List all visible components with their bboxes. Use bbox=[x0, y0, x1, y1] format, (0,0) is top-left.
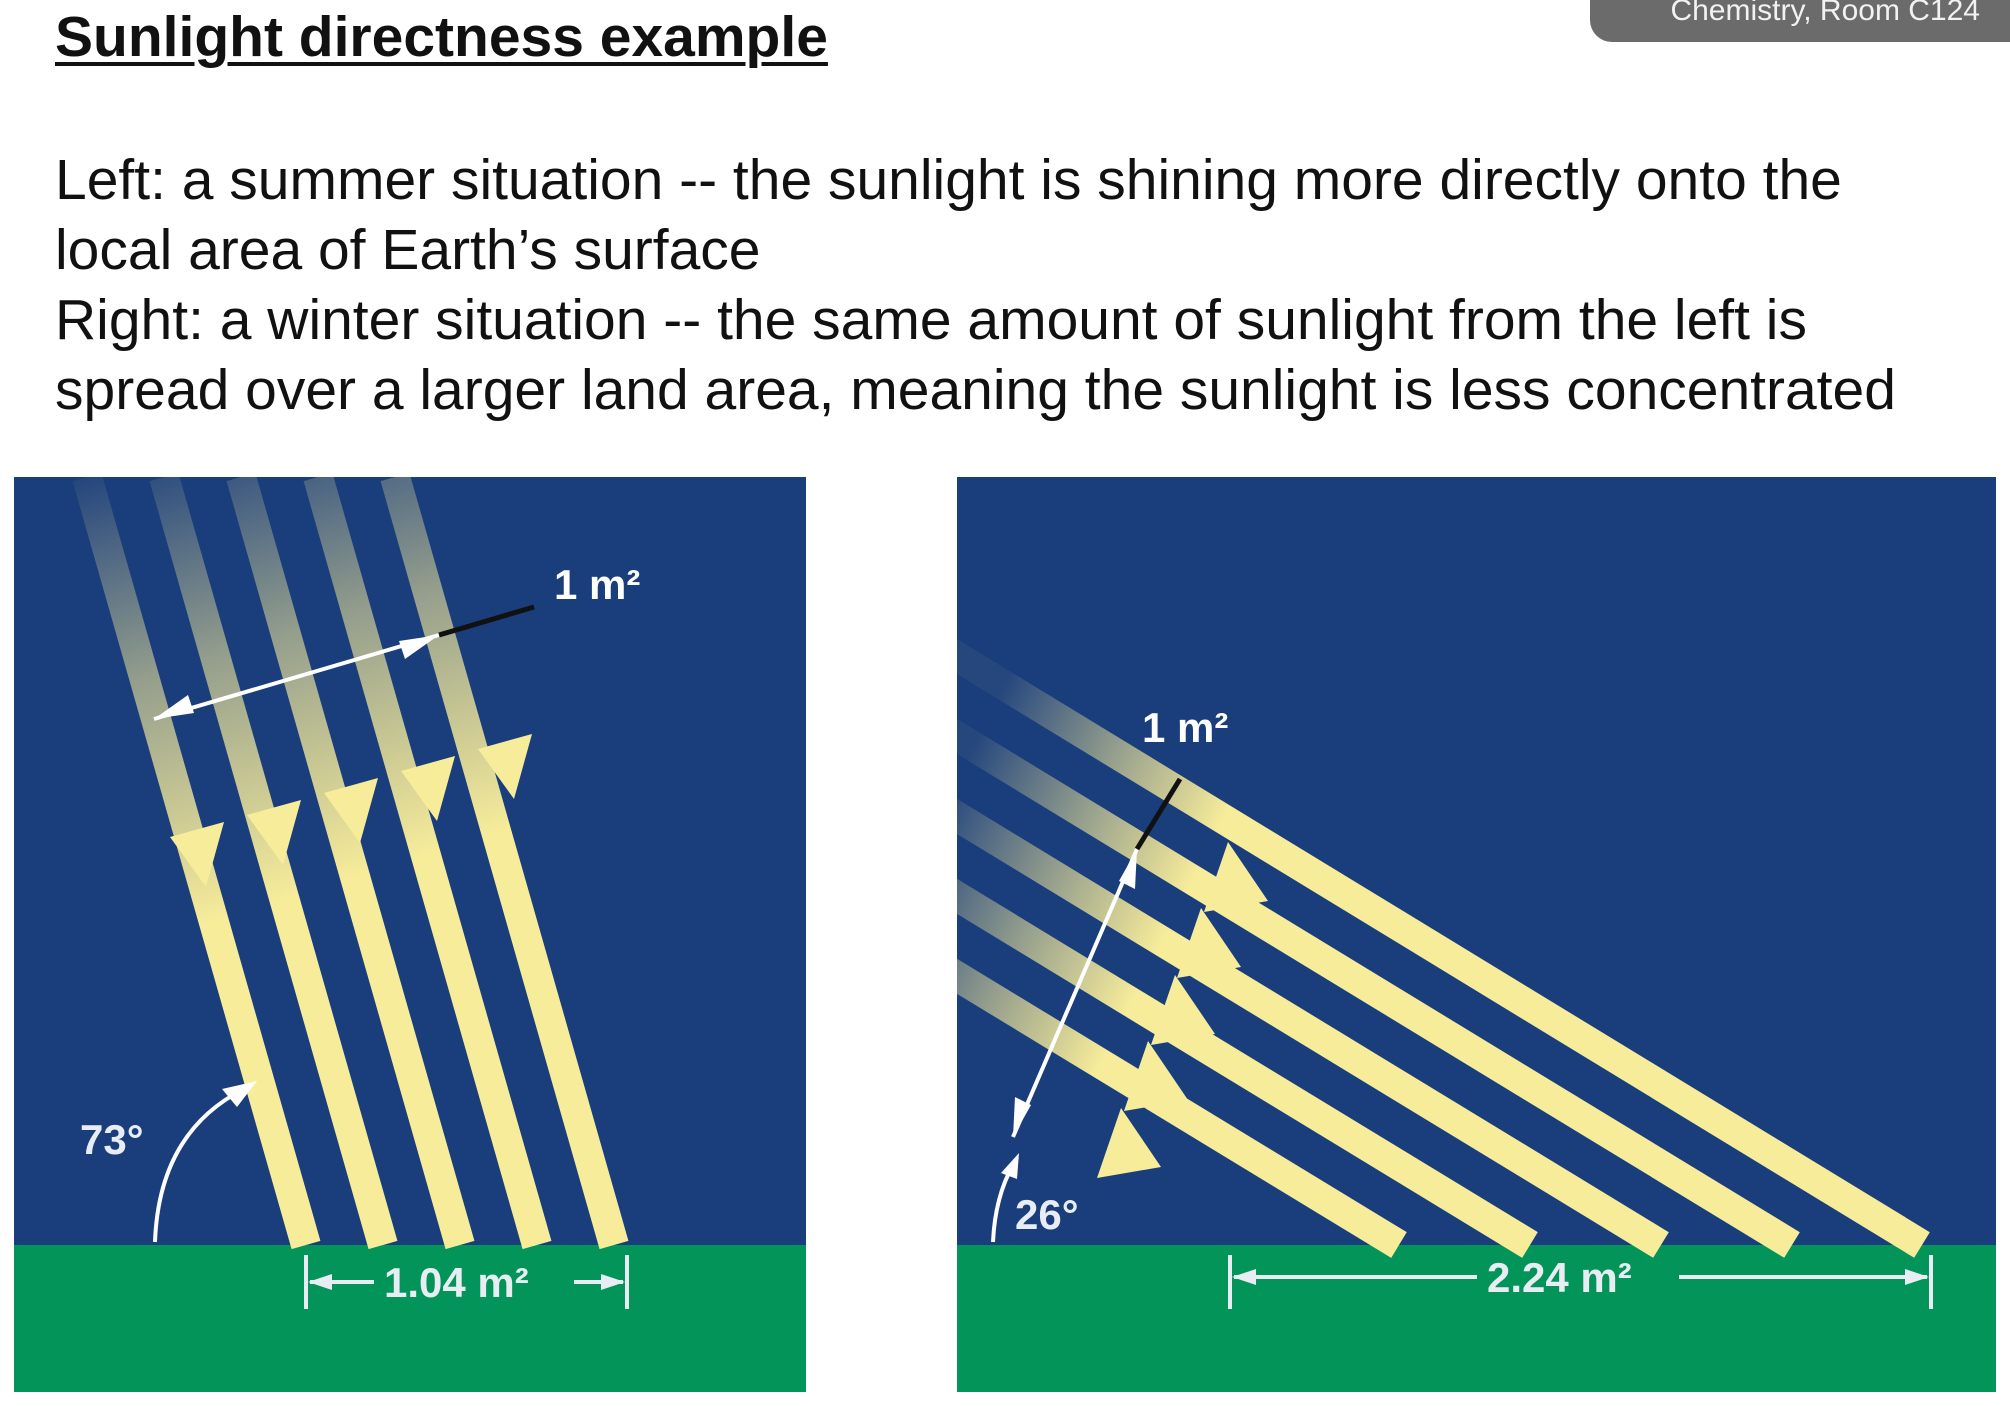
sun-ray bbox=[957, 718, 1800, 1258]
beam-width-marker bbox=[1011, 777, 1183, 1138]
page-title: Sunlight directness example bbox=[55, 5, 828, 69]
ray-arrowhead bbox=[247, 800, 301, 865]
ray-arrowhead bbox=[1124, 1041, 1188, 1111]
sun-ray bbox=[957, 798, 1669, 1258]
ray-arrowhead bbox=[401, 756, 455, 821]
beam-area-label: 1 m² bbox=[1142, 704, 1228, 751]
angle-arc bbox=[991, 1153, 1019, 1243]
ray-arrowhead bbox=[478, 734, 532, 799]
ground-area-label: 2.24 m² bbox=[1487, 1254, 1632, 1301]
ray-arrowheads bbox=[1097, 842, 1268, 1178]
ray-arrowhead bbox=[1177, 908, 1241, 978]
ray-arrowhead bbox=[170, 822, 224, 887]
winter-diagram: 1 m² 26° 2.24 m² bbox=[957, 477, 1996, 1392]
ray-arrowhead bbox=[1151, 975, 1215, 1045]
angle-arc bbox=[153, 1081, 257, 1243]
sun-ray bbox=[149, 477, 398, 1250]
location-badge: Chemistry, Room C124 bbox=[1590, 0, 2010, 42]
description-line: Right: a winter situation -- the same am… bbox=[55, 288, 1807, 352]
ray-arrowhead bbox=[324, 778, 378, 843]
description-line: local area of Earth’s surface bbox=[55, 218, 761, 282]
sun-ray bbox=[380, 477, 629, 1250]
sun-ray bbox=[303, 477, 552, 1250]
sun-rays bbox=[957, 638, 1930, 1258]
beam-area-label: 1 m² bbox=[554, 561, 640, 608]
ground-area-label: 1.04 m² bbox=[384, 1259, 529, 1306]
angle-label: 26° bbox=[1015, 1191, 1079, 1238]
ground bbox=[14, 1245, 806, 1392]
sun-ray bbox=[226, 477, 475, 1250]
sun-ray bbox=[957, 958, 1407, 1258]
description-line: Left: a summer situation -- the sunlight… bbox=[55, 148, 1842, 212]
beam-width-marker bbox=[153, 604, 535, 721]
ray-arrowheads bbox=[170, 734, 532, 887]
summer-diagram: 1 m² 73° 1.04 m² bbox=[14, 477, 806, 1392]
angle-label: 73° bbox=[80, 1116, 144, 1163]
sun-ray bbox=[957, 638, 1930, 1258]
description-line: spread over a larger land area, meaning … bbox=[55, 358, 1896, 422]
ray-arrowhead bbox=[1204, 842, 1268, 912]
ground-width-marker bbox=[304, 1255, 629, 1309]
ground-width-marker bbox=[1228, 1255, 1933, 1309]
description: Left: a summer situation -- the sunlight… bbox=[55, 145, 1995, 425]
ground bbox=[957, 1245, 1996, 1392]
ray-arrowhead bbox=[1097, 1108, 1161, 1178]
